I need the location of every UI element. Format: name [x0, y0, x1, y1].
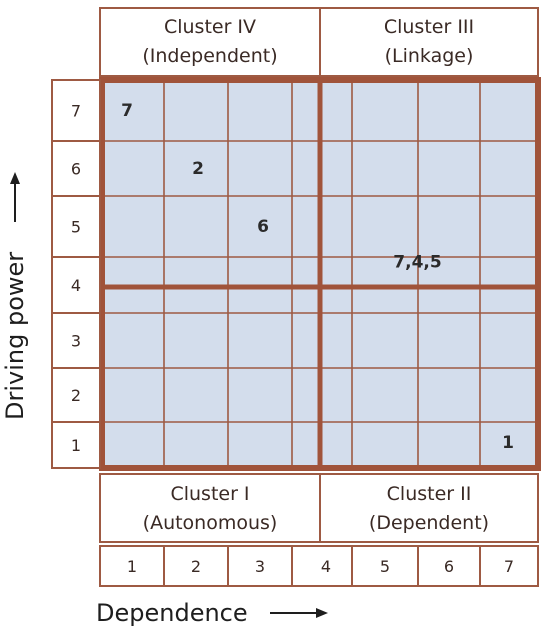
x-tick-label: 7 [504, 557, 514, 576]
cluster-iv-title: Cluster IV [164, 16, 256, 38]
x-tick-label: 5 [380, 557, 390, 576]
item-label: 6 [257, 217, 269, 237]
item-label: 2 [192, 159, 204, 179]
cluster-iii-box [319, 7, 539, 77]
y-axis-title: Driving power [1, 252, 29, 420]
y-tick-box [51, 140, 101, 197]
y-tick-label: 6 [71, 160, 81, 179]
cluster-iii-subtitle: (Linkage) [385, 45, 474, 67]
cluster-i-box [99, 473, 321, 543]
item-labels: 7 2 6 7,4,5 1 [121, 101, 514, 453]
x-axis-ticks: 1 2 3 4 5 6 7 [99, 545, 539, 587]
item-label: 7,4,5 [393, 252, 441, 272]
item-label: 1 [502, 433, 514, 453]
y-tick-box [51, 256, 101, 314]
grid-border [99, 77, 541, 471]
x-axis-arrow [270, 608, 328, 618]
x-tick-label: 3 [255, 557, 265, 576]
x-tick-box [479, 545, 539, 587]
item-label: 7 [121, 101, 133, 121]
y-tick-box [51, 79, 101, 142]
y-tick-label: 5 [71, 218, 81, 237]
x-tick-box [163, 545, 229, 587]
x-tick-box [417, 545, 481, 587]
x-tick-label: 1 [127, 557, 137, 576]
x-tick-box [227, 545, 293, 587]
bottom-cluster-headers: Cluster I (Autonomous) Cluster II (Depen… [99, 473, 539, 543]
y-axis-arrow [10, 172, 20, 222]
y-tick-box [51, 421, 101, 469]
x-axis-title: Dependence [96, 599, 248, 627]
y-tick-label: 3 [71, 332, 81, 351]
x-tick-label: 4 [321, 557, 331, 576]
y-tick-label: 4 [71, 276, 81, 295]
cluster-ii-subtitle: (Dependent) [369, 512, 489, 534]
y-axis-ticks: 7 6 5 4 3 2 1 [51, 79, 101, 469]
cluster-i-subtitle: (Autonomous) [143, 512, 278, 534]
axis-titles: Dependence Driving power [1, 172, 328, 627]
cluster-iv-box [99, 7, 321, 77]
x-tick-label: 2 [191, 557, 201, 576]
y-tick-label: 7 [71, 102, 81, 121]
cluster-iii-title: Cluster III [384, 16, 474, 38]
x-tick-box [291, 545, 353, 587]
x-tick-box [99, 545, 165, 587]
cluster-i-title: Cluster I [170, 483, 249, 505]
top-cluster-headers: Cluster IV (Independent) Cluster III (Li… [99, 7, 539, 77]
y-tick-box [51, 367, 101, 423]
cluster-ii-title: Cluster II [387, 483, 472, 505]
y-tick-label: 1 [71, 436, 81, 455]
cluster-ii-box [319, 473, 539, 543]
cluster-iv-subtitle: (Independent) [142, 45, 277, 67]
y-tick-label: 2 [71, 386, 81, 405]
main-grid [99, 77, 541, 471]
y-tick-box [51, 195, 101, 258]
x-tick-label: 6 [444, 557, 454, 576]
